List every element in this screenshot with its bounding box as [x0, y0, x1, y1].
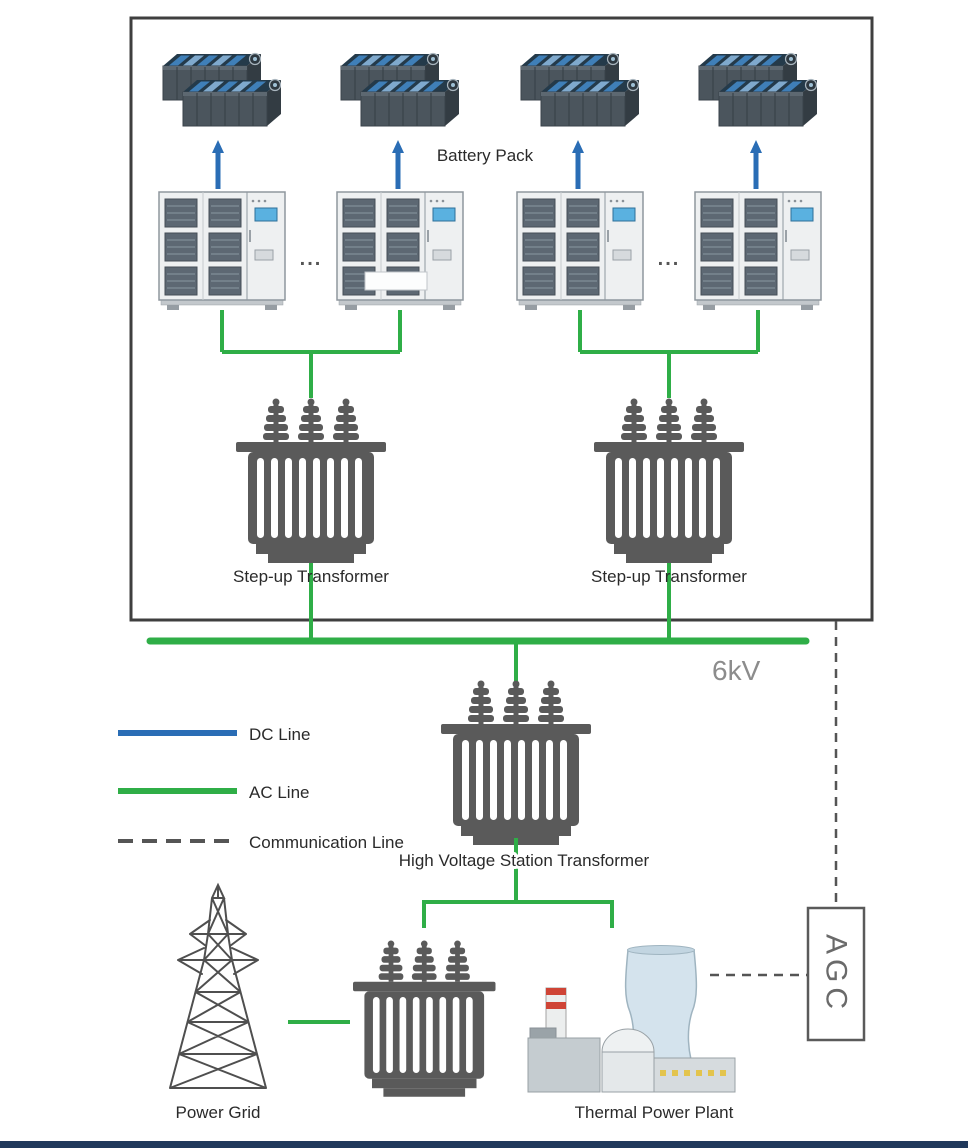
- turbine-hall: [527, 1037, 601, 1093]
- pcs-panel-overlay: [364, 271, 428, 291]
- bus-voltage-label: 6kV: [712, 655, 761, 686]
- pcs-cabinet-icon: [695, 192, 821, 310]
- dome-building: [601, 1028, 655, 1053]
- legend-communication-line-label: Communication Line: [249, 833, 404, 852]
- pcs-cabinet-icons: [159, 192, 821, 310]
- legend-dc-line-label: DC Line: [249, 725, 310, 744]
- thermal-power-plant-label: Thermal Power Plant: [575, 1103, 734, 1122]
- ellipsis-right: ...: [658, 248, 681, 270]
- hv-station-transformer-icon: [441, 681, 591, 846]
- ac-connectors: [220, 310, 760, 641]
- pcs-cabinet-icon: [159, 192, 285, 310]
- pcs-cabinet-icon: [337, 192, 463, 310]
- hv-branch-lines: [422, 838, 614, 928]
- grid-transformer-icon: [353, 940, 496, 1096]
- ellipsis-left: ...: [300, 248, 323, 270]
- legend: DC Line AC Line Communication Line: [118, 725, 404, 852]
- pcs-cabinet-icon: [517, 192, 643, 310]
- legend-ac-line-label: AC Line: [249, 783, 309, 802]
- agc-label: AGC: [820, 934, 853, 1014]
- power-tower-icon: [169, 882, 267, 1089]
- bottom-banner-strip: [0, 1141, 968, 1148]
- plant-block: [529, 1027, 557, 1039]
- step-up-transformer-label-right: Step-up Transformer: [591, 567, 747, 586]
- agc-box: AGC: [806, 906, 866, 1042]
- plant-windows: [660, 1070, 726, 1076]
- dc-arrows: [212, 140, 762, 189]
- communication-lines: [710, 621, 838, 977]
- power-grid-label: Power Grid: [175, 1103, 260, 1122]
- battery-pack-label: Battery Pack: [437, 146, 534, 165]
- step-up-transformer-label-left: Step-up Transformer: [233, 567, 389, 586]
- hv-station-transformer-label: High Voltage Station Transformer: [399, 851, 650, 870]
- thermal-plant-icon: [527, 945, 736, 1093]
